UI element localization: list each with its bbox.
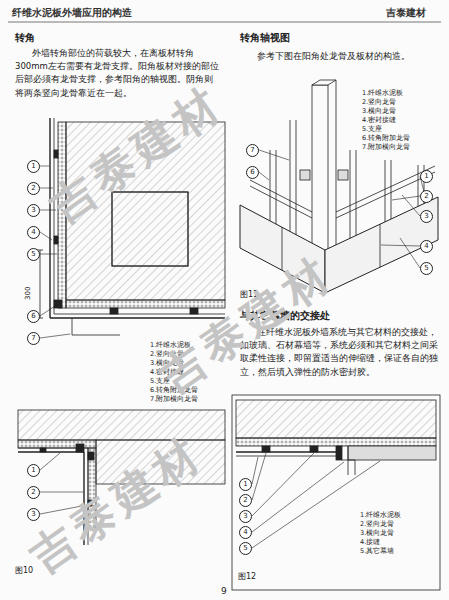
page-header: 纤维水泥板外墙应用的构造 bbox=[12, 7, 132, 19]
section-heading: 转角 bbox=[15, 32, 35, 44]
figure-label: 图10 bbox=[15, 566, 33, 576]
callout-number: 5 bbox=[27, 248, 40, 261]
header-brand: 吉泰建材 bbox=[386, 7, 426, 19]
callout-number: 4 bbox=[27, 226, 40, 239]
legend-item: 4.接缝 bbox=[360, 539, 380, 547]
callout-number: 4 bbox=[239, 526, 252, 539]
callout-number: 2 bbox=[27, 182, 40, 195]
callout-number: 2 bbox=[239, 494, 252, 507]
legend-item: 5.支座 bbox=[362, 126, 382, 134]
callout-number: 3 bbox=[27, 204, 40, 217]
legend-item: 7.附加横向龙骨 bbox=[150, 396, 198, 404]
figure-label: 图12 bbox=[238, 572, 256, 582]
legend-item: 6.转角附加龙骨 bbox=[362, 135, 410, 143]
dimension: 300 bbox=[24, 287, 32, 300]
callout-number: 6 bbox=[246, 166, 259, 179]
callout-number: 4 bbox=[420, 240, 433, 253]
legend-item: 1.纤维水泥板 bbox=[362, 90, 403, 98]
callout-number: 3 bbox=[27, 508, 40, 521]
legend-item: 2.竖向龙骨 bbox=[362, 99, 396, 107]
section-heading: 转角轴视图 bbox=[240, 32, 290, 44]
legend-item: 2.竖向龙骨 bbox=[360, 521, 394, 529]
legend-item: 7.附加横向龙骨 bbox=[362, 144, 410, 152]
legend-item: 4.密封接缝 bbox=[362, 117, 396, 125]
callout-number: 3 bbox=[239, 510, 252, 523]
callout-number: 1 bbox=[27, 160, 40, 173]
callout-number: 5 bbox=[239, 542, 252, 555]
body-text: 参考下图在阳角处龙骨及板材的构造。 bbox=[240, 50, 440, 63]
legend-item: 5.其它幕墙 bbox=[360, 548, 394, 556]
page-number: 9 bbox=[221, 586, 227, 597]
callout-number: 2 bbox=[420, 190, 433, 203]
callout-number: 1 bbox=[27, 464, 40, 477]
callout-number: 7 bbox=[27, 332, 40, 345]
callout-number: 5 bbox=[420, 262, 433, 275]
callout-number: 7 bbox=[246, 144, 259, 157]
callout-number: 2 bbox=[27, 486, 40, 499]
callout-number: 1 bbox=[420, 170, 433, 183]
callout-number: 3 bbox=[420, 210, 433, 223]
callout-number: 1 bbox=[239, 478, 252, 491]
legend-item: 3.横向龙骨 bbox=[362, 108, 396, 116]
callout-number: 6 bbox=[27, 310, 40, 323]
legend-item: 3.横向龙骨 bbox=[360, 530, 394, 538]
legend-item: 1.纤维水泥板 bbox=[360, 512, 401, 520]
